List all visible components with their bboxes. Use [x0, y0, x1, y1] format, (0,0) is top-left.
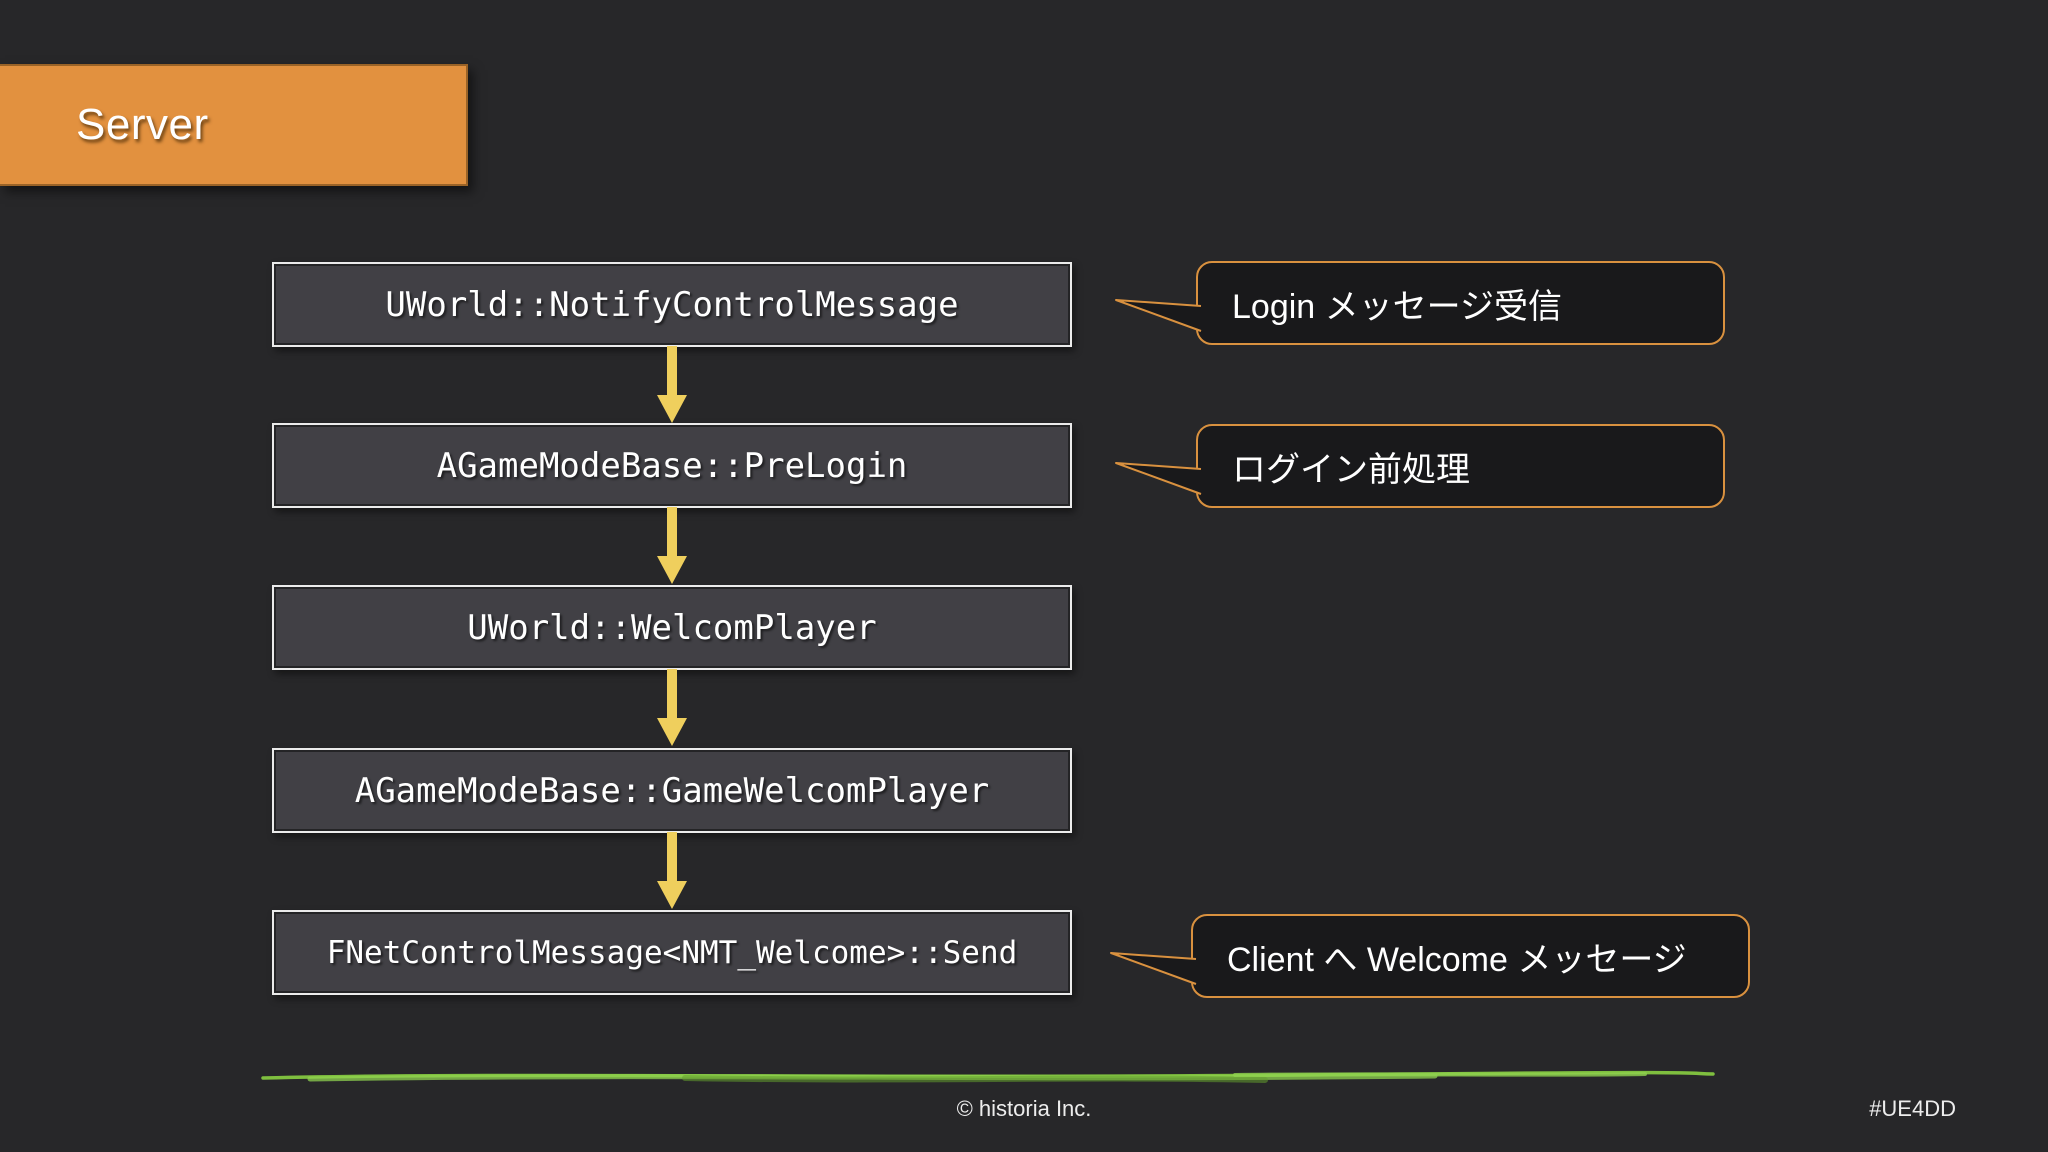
- footer-copyright: © historia Inc.: [956, 1096, 1092, 1121]
- green-marker-underline-icon: [261, 1070, 1715, 1083]
- flow-step-label: UWorld::NotifyControlMessage: [385, 284, 959, 325]
- callout-welcome-message-to-client: Client へ Welcome メッセージ: [1110, 914, 1750, 998]
- down-arrow-icon: [657, 507, 687, 584]
- callout-tail-icon: [1110, 952, 1197, 985]
- down-arrow-icon: [657, 669, 687, 746]
- callout-tail-icon: [1115, 462, 1202, 495]
- callout-tail-icon: [1115, 299, 1202, 332]
- callout-text: ログイン前処理: [1232, 450, 1470, 489]
- server-header: Server: [0, 64, 468, 186]
- footer-hashtag: #UE4DD: [1869, 1096, 1956, 1121]
- flow-step-label: FNetControlMessage<NMT_Welcome>::Send: [326, 934, 1018, 971]
- flow-step-netcontrol-send: FNetControlMessage<NMT_Welcome>::Send: [272, 910, 1072, 995]
- flow-step-notify-control-message: UWorld::NotifyControlMessage: [272, 262, 1072, 347]
- callout-text: Client へ Welcome メッセージ: [1227, 940, 1687, 979]
- callout-text: Login メッセージ受信: [1232, 287, 1562, 326]
- down-arrow-icon: [657, 832, 687, 909]
- callout-login-message-received: Login メッセージ受信: [1115, 261, 1725, 345]
- down-arrow-icon: [657, 346, 687, 423]
- server-header-label: Server: [76, 100, 209, 149]
- flow-step-label: AGameModeBase::PreLogin: [436, 445, 908, 486]
- flow-step-welcom-player: UWorld::WelcomPlayer: [272, 585, 1072, 670]
- flow-step-game-welcom-player: AGameModeBase::GameWelcomPlayer: [272, 748, 1072, 833]
- flow-step-label: AGameModeBase::GameWelcomPlayer: [354, 770, 990, 811]
- callout-pre-login-processing: ログイン前処理: [1115, 424, 1725, 508]
- flow-step-prelogin: AGameModeBase::PreLogin: [272, 423, 1072, 508]
- flow-step-label: UWorld::WelcomPlayer: [467, 607, 877, 648]
